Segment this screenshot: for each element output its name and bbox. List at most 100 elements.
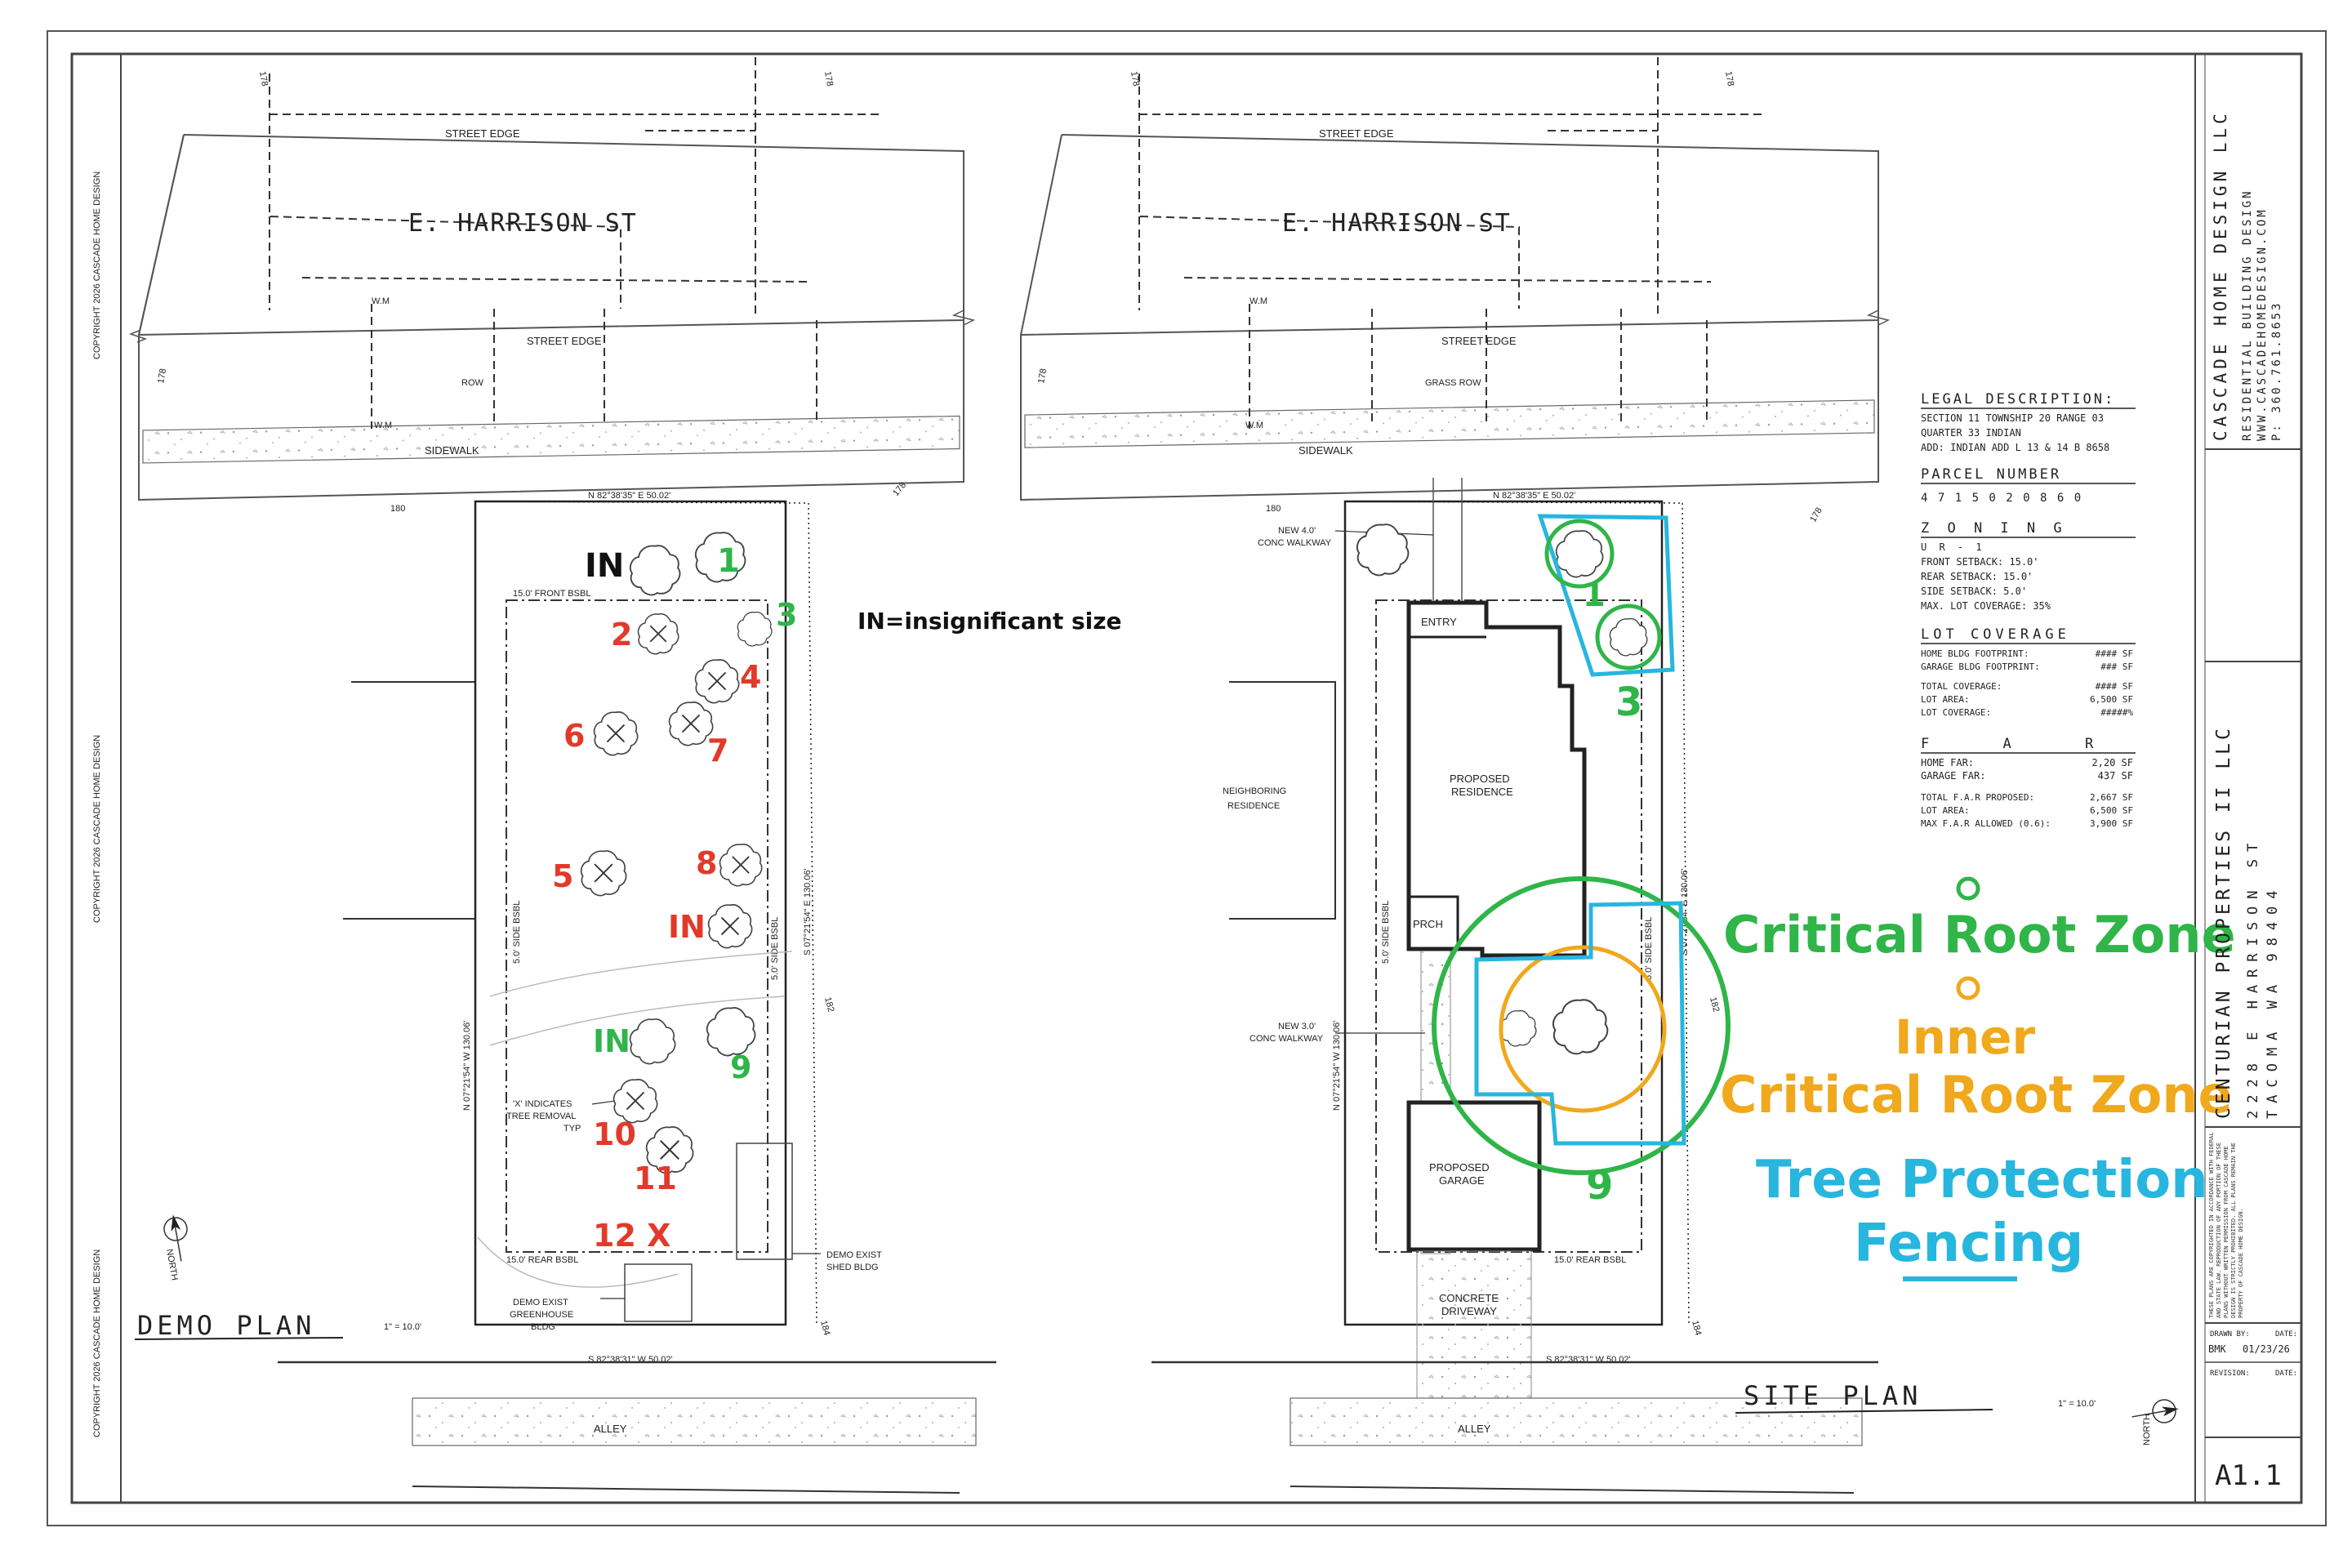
demo-side-bsbl-right: 5.0' SIDE BSBL <box>770 917 780 980</box>
legend-icrz-1: Inner <box>1895 1009 2035 1065</box>
firm-sub-1: RESIDENTIAL BUILDING DESIGN <box>2241 189 2254 441</box>
cov-lot-area-label: LOT AREA: <box>1921 694 1970 705</box>
zoning-front: FRONT SETBACK: 15.0' <box>1921 556 2039 568</box>
demo-label-4: 4 <box>740 659 761 695</box>
site-sidewalk <box>1024 399 1875 448</box>
legal-description-block: LEGAL DESCRIPTION: SECTION 11 TOWNSHIP 2… <box>1921 391 2136 829</box>
site-crz-tree-1-icon <box>1544 519 1615 589</box>
cov-home-label: HOME BLDG FOOTPRINT: <box>1921 648 2029 659</box>
site-icrz-tree-9-icon <box>1499 945 1667 1113</box>
demo-rear-bsbl: 15.0' REAR BSBL <box>506 1255 578 1265</box>
site-neighbor-1: NEIGHBORING <box>1223 786 1286 796</box>
demo-elev-178-a: 178 <box>257 70 270 87</box>
demo-sidewalk-label: SIDEWALK <box>425 444 479 457</box>
demo-tree-6 <box>593 710 639 756</box>
copyright-text-mid: COPYRIGHT 2026 CASCADE HOME DESIGN <box>92 735 102 923</box>
demo-row-label: ROW <box>461 378 484 388</box>
site-neighbor-2: RESIDENCE <box>1227 801 1280 811</box>
site-entry-label: ENTRY <box>1421 616 1457 628</box>
far-home-label: HOME FAR: <box>1921 757 1974 768</box>
project-address-1: 2228 E HARRISON ST <box>2245 836 2261 1119</box>
cov-lot-cov-value: #####% <box>2100 707 2133 718</box>
demo-alley-label: ALLEY <box>594 1423 627 1435</box>
drawn-by-label: DRAWN BY: <box>2210 1330 2250 1339</box>
cov-total-label: TOTAL COVERAGE: <box>1921 681 2002 692</box>
demo-sidewalk <box>142 415 960 464</box>
demo-label-9: 9 <box>730 1049 751 1085</box>
zoning-zone: U R - 1 <box>1921 541 1985 553</box>
site-plan-scale: 1" = 10.0' <box>2058 1399 2096 1409</box>
demo-east-bearing: S 07°21'54" E 130.06' <box>803 868 813 956</box>
demo-tree-9 <box>706 1007 756 1057</box>
site-driveway-label-2: DRIVEWAY <box>1441 1305 1497 1317</box>
rev-date-label: DATE: <box>2275 1370 2297 1378</box>
demo-property-line <box>474 500 787 1326</box>
site-elev-178-a: 178 <box>1129 70 1141 87</box>
copyright-text-top: COPYRIGHT 2026 CASCADE HOME DESIGN <box>92 172 102 359</box>
cov-garage-label: GARAGE BLDG FOOTPRINT: <box>1921 662 2040 672</box>
demo-west-bearing: N 07°21'54" W 130.06' <box>462 1021 472 1111</box>
demo-wm-label: W.M <box>374 421 392 430</box>
far-garage-label: GARAGE FAR: <box>1921 770 1985 782</box>
firm-name: CASCADE HOME DESIGN LLC <box>2211 109 2230 441</box>
demo-label-12: 12 X <box>593 1218 670 1254</box>
firm-sub-2: WWW.CASCADEHOMEDESIGN.COM <box>2256 207 2269 441</box>
site-north-arrow-icon <box>2132 1399 2179 1423</box>
demo-label-11: 11 <box>634 1160 677 1196</box>
site-elev-184: 184 <box>1690 1320 1703 1337</box>
demo-elev-178-c: 178 <box>156 368 168 384</box>
demo-side-bsbl-left: 5.0' SIDE BSBL <box>512 901 522 964</box>
site-tpf-tree-9-icon <box>1474 901 1686 1146</box>
far-total-value: 2,667 SF <box>2090 792 2133 803</box>
far-home-value: 2,20 SF <box>2091 757 2133 768</box>
site-sidewalk-label: SIDEWALK <box>1298 444 1353 457</box>
site-garage-label-2: GARAGE <box>1439 1174 1485 1187</box>
demo-gh-note-3: BLDG <box>531 1322 555 1332</box>
legal-line-1: SECTION 11 TOWNSHIP 20 RANGE 03 <box>1921 412 2104 424</box>
site-elev-180: 180 <box>1266 504 1281 514</box>
site-residence-label-2: RESIDENCE <box>1451 786 1513 798</box>
zoning-rear: REAR SETBACK: 15.0' <box>1921 571 2033 582</box>
demo-tree-7 <box>668 701 714 746</box>
demo-gh-note-1: DEMO EXIST <box>513 1298 568 1307</box>
demo-tree-in-front <box>629 545 681 596</box>
cov-lot-area-value: 6,500 SF <box>2090 694 2133 705</box>
site-tree-1 <box>1555 530 1604 578</box>
demo-wm-label-top: W.M <box>372 296 390 306</box>
site-wm-label: W.M <box>1245 421 1263 430</box>
legend-crz: Critical Root Zone <box>1723 905 2236 964</box>
coverage-heading: LOT COVERAGE <box>1921 626 2070 643</box>
demo-label-3: 3 <box>776 597 797 633</box>
cov-home-value: #### SF <box>2096 648 2133 659</box>
client-name: CENTURIAN PROPERTIES II LLC <box>2213 725 2234 1119</box>
demo-plan-title: DEMO PLAN <box>137 1310 315 1341</box>
demo-elev-180: 180 <box>390 504 405 514</box>
site-driveway-label-1: CONCRETE <box>1439 1292 1499 1304</box>
site-side-bsbl-right: 5.0' SIDE BSBL <box>1644 917 1654 980</box>
zoning-side: SIDE SETBACK: 5.0' <box>1921 586 2027 597</box>
demo-label-6: 6 <box>564 718 585 754</box>
site-side-bsbl-left: 5.0' SIDE BSBL <box>1381 901 1391 964</box>
legend-icrz-swatch-icon <box>1956 976 1980 1000</box>
legend-tpf-2: Fencing <box>1854 1214 2083 1274</box>
demo-elev-182: 182 <box>822 996 835 1013</box>
zoning-heading: Z O N I N G <box>1921 520 2067 537</box>
far-max-label: MAX F.A.R ALLOWED (0.6): <box>1921 818 2051 829</box>
site-street-edge-top: STREET EDGE <box>1319 127 1394 140</box>
cov-total-value: #### SF <box>2096 681 2133 692</box>
demo-label-7: 7 <box>707 733 728 768</box>
site-alley <box>1290 1397 1863 1446</box>
demo-tree-4 <box>694 658 740 704</box>
site-residence-outline <box>1406 600 1587 958</box>
copyright-text-bottom: COPYRIGHT 2026 CASCADE HOME DESIGN <box>92 1250 102 1437</box>
site-front-walk-1: NEW 4.0' <box>1278 526 1316 536</box>
demo-gh-note-2: GREENHOUSE <box>510 1310 573 1320</box>
site-north-bearing: N 82°38'35" E 50.02' <box>1493 491 1575 501</box>
far-total-label: TOTAL F.A.R PROPOSED: <box>1921 792 2034 803</box>
far-lot-area-value: 6,500 SF <box>2090 805 2133 816</box>
demo-street-name: E. HARRISON ST <box>408 209 638 238</box>
demo-label-in-mid: IN <box>668 909 706 945</box>
demo-tree-3 <box>737 611 773 647</box>
site-elev-178-b: 178 <box>1723 70 1735 87</box>
far-max-value: 3,900 SF <box>2090 818 2133 829</box>
